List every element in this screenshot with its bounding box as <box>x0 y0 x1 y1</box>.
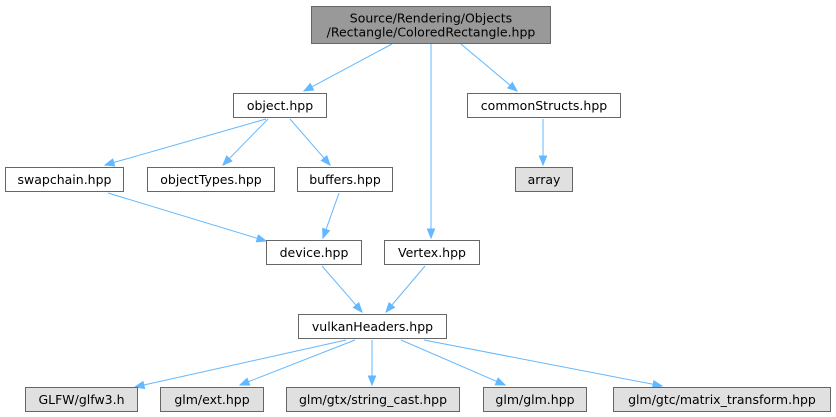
edge-arrowhead <box>352 301 363 314</box>
edge-arrowhead <box>494 377 507 386</box>
edge-arrowhead <box>322 227 331 240</box>
node-label: objectTypes.hpp <box>160 172 262 187</box>
node-label: buffers.hpp <box>309 172 381 187</box>
node-label: object.hpp <box>247 98 313 113</box>
node-buffers[interactable]: buffers.hpp <box>297 167 393 192</box>
node-label: /Rectangle/ColoredRectangle.hpp <box>327 25 536 40</box>
edge-arrowhead <box>506 81 519 92</box>
node-vertex[interactable]: Vertex.hpp <box>384 240 480 265</box>
edge-line <box>113 118 267 164</box>
edge-object-to-objecttypes <box>222 118 269 166</box>
node-glmglm[interactable]: glm/glm.hpp <box>483 387 587 412</box>
edge-device-to-vulkanheaders <box>321 265 363 314</box>
node-glmstringcast[interactable]: glm/gtx/string_cast.hpp <box>286 387 460 412</box>
edge-object-to-buffers <box>289 118 331 167</box>
node-box <box>266 240 362 265</box>
node-glfw[interactable]: GLFW/glfw3.h <box>25 387 138 412</box>
node-box <box>147 167 275 192</box>
node-box <box>286 387 460 412</box>
node-box <box>298 314 447 339</box>
edge-coloredrectangle-to-commonstructs <box>460 43 519 92</box>
edge-coloredrectangle-to-vertex <box>426 44 436 240</box>
node-vulkanheaders[interactable]: vulkanHeaders.hpp <box>298 314 447 339</box>
edge-line <box>325 192 340 230</box>
edge-vulkanheaders-to-glmext <box>238 339 356 386</box>
node-box <box>160 387 264 412</box>
node-box <box>297 167 393 192</box>
node-label: glm/gtc/matrix_transform.hpp <box>628 392 816 407</box>
edge-arrowhead <box>385 301 396 314</box>
edge-object-to-swapchain <box>103 118 267 167</box>
node-objecttypes[interactable]: objectTypes.hpp <box>147 167 275 192</box>
node-box <box>5 167 124 192</box>
node-label: Vertex.hpp <box>398 245 466 260</box>
edge-arrowhead <box>367 375 377 387</box>
nodes-layer: Source/Rendering/Objects/Rectangle/Color… <box>5 6 831 412</box>
edge-arrowhead <box>133 380 146 390</box>
node-device[interactable]: device.hpp <box>266 240 362 265</box>
node-swapchain[interactable]: swapchain.hpp <box>5 167 124 192</box>
node-array[interactable]: array <box>515 167 573 192</box>
edge-line <box>423 339 654 385</box>
edge-vulkanheaders-to-glmglm <box>400 339 507 386</box>
node-box <box>384 240 480 265</box>
node-label: glm/gtx/string_cast.hpp <box>299 392 447 407</box>
edge-line <box>391 265 426 306</box>
edge-line <box>460 43 511 86</box>
edges-layer <box>103 43 664 390</box>
node-glmmatrix[interactable]: glm/gtc/matrix_transform.hpp <box>613 387 831 412</box>
node-label: commonStructs.hpp <box>481 98 607 113</box>
node-box <box>613 387 831 412</box>
edge-buffers-to-device <box>322 192 340 240</box>
edge-line <box>311 43 393 88</box>
node-box <box>515 167 573 192</box>
node-commonstructs[interactable]: commonStructs.hpp <box>467 93 621 118</box>
edge-line <box>400 339 497 382</box>
node-glmext[interactable]: glm/ext.hpp <box>160 387 264 412</box>
edge-coloredrectangle-to-object <box>302 43 393 92</box>
edge-arrowhead <box>103 158 116 167</box>
node-label: device.hpp <box>280 245 349 260</box>
edge-line <box>289 118 325 159</box>
edge-vulkanheaders-to-glmstringcast <box>367 340 377 387</box>
node-box <box>483 387 587 412</box>
node-label: array <box>528 172 561 187</box>
node-label: GLFW/glfw3.h <box>38 392 124 407</box>
edge-line <box>321 265 357 306</box>
edge-line <box>228 118 269 159</box>
node-box <box>233 93 327 118</box>
node-label: swapchain.hpp <box>18 172 112 187</box>
edge-arrowhead <box>302 82 315 92</box>
node-box <box>25 387 138 412</box>
edge-arrowhead <box>238 377 251 386</box>
edge-commonstructs-to-array <box>538 119 548 167</box>
edge-vertex-to-vulkanheaders <box>385 265 426 314</box>
node-coloredrectangle[interactable]: Source/Rendering/Objects/Rectangle/Color… <box>311 6 551 44</box>
node-box <box>311 6 551 44</box>
node-box <box>467 93 621 118</box>
edge-arrowhead <box>426 228 436 240</box>
edge-arrowhead <box>538 155 548 167</box>
edge-vulkanheaders-to-glmmatrix <box>423 339 664 389</box>
node-label: glm/ext.hpp <box>174 392 249 407</box>
edge-arrowhead <box>222 155 233 166</box>
edge-line <box>107 192 258 239</box>
edge-arrowhead <box>255 234 268 243</box>
node-label: Source/Rendering/Objects <box>350 11 512 26</box>
edge-arrowhead <box>320 154 331 167</box>
edge-swapchain-to-device <box>107 192 268 243</box>
edge-vulkanheaders-to-glfw <box>133 339 347 390</box>
node-object[interactable]: object.hpp <box>233 93 327 118</box>
edge-line <box>248 339 356 383</box>
edge-line <box>143 339 347 386</box>
edge-arrowhead <box>651 379 664 389</box>
node-label: vulkanHeaders.hpp <box>312 319 433 334</box>
node-label: glm/glm.hpp <box>495 392 574 407</box>
